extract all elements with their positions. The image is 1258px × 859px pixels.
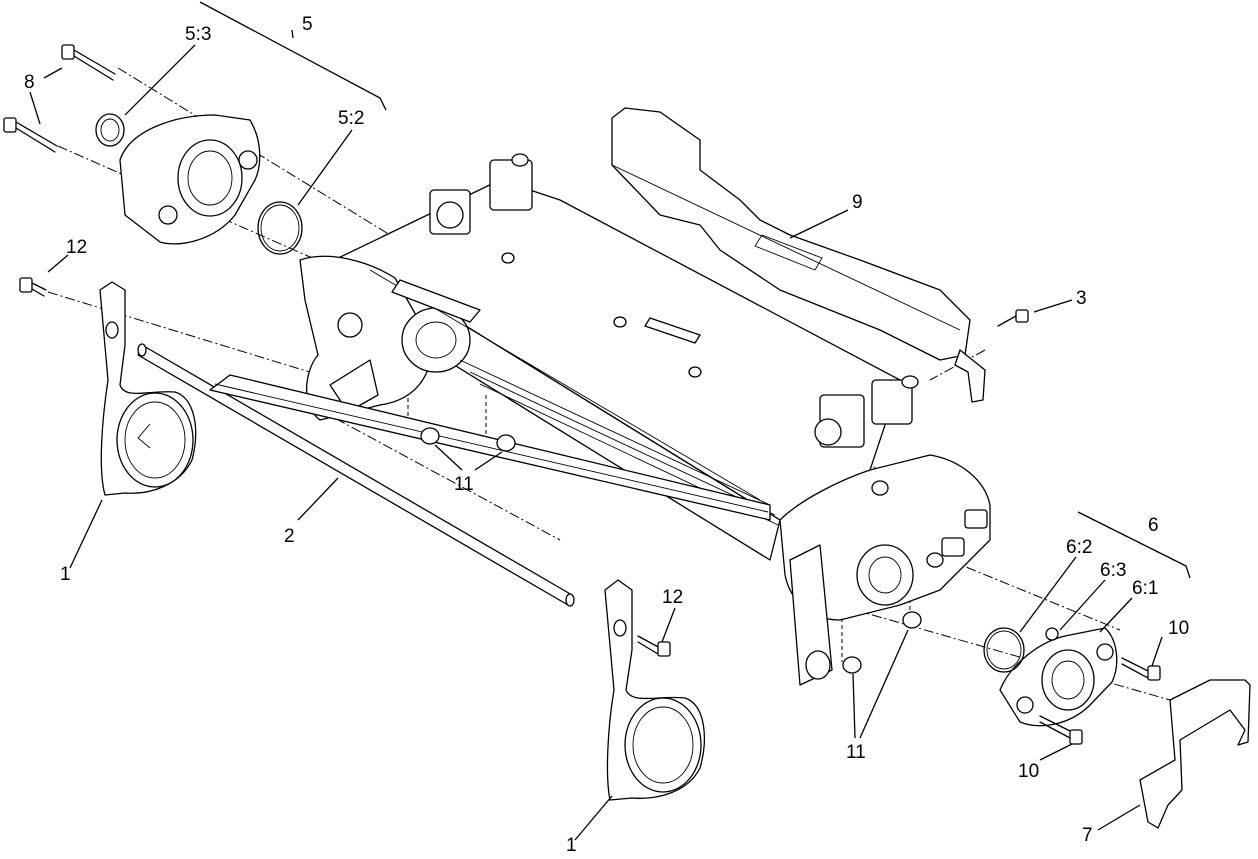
callout-9: 9 bbox=[852, 192, 863, 213]
callout-12-mid: 12 bbox=[662, 587, 683, 608]
callout-11-center: 11 bbox=[454, 474, 474, 495]
wire-clip bbox=[1139, 679, 1251, 829]
bearing-housing-left bbox=[3, 44, 303, 255]
shaft bbox=[137, 343, 771, 607]
callout-8: 8 bbox=[24, 72, 35, 93]
callout-1-bottom: 1 bbox=[566, 835, 577, 856]
callout-1-left: 1 bbox=[60, 564, 71, 585]
callout-7: 7 bbox=[1082, 825, 1093, 846]
callout-labels: 5 5:3 5:2 8 9 3 12 1 2 11 12 1 11 6 6:2 … bbox=[24, 14, 1189, 856]
side-plate-right bbox=[604, 579, 705, 801]
side-plate-left bbox=[99, 281, 197, 496]
callout-3: 3 bbox=[1076, 288, 1087, 309]
callout-12-top: 12 bbox=[66, 237, 87, 258]
callout-5-2: 5:2 bbox=[338, 108, 364, 129]
main-frame bbox=[229, 153, 991, 686]
callout-5: 5 bbox=[302, 14, 313, 35]
callout-6-1: 6:1 bbox=[1132, 578, 1158, 599]
callout-6-2: 6:2 bbox=[1066, 537, 1092, 558]
leader-lines bbox=[29, 29, 1163, 841]
callout-2: 2 bbox=[284, 526, 295, 547]
plugs-11 bbox=[420, 427, 922, 674]
callout-10-top: 10 bbox=[1168, 618, 1189, 639]
callout-6: 6 bbox=[1148, 515, 1159, 536]
assembly-brackets bbox=[199, 1, 1191, 579]
callout-5-3: 5:3 bbox=[185, 24, 211, 45]
callout-10-bottom: 10 bbox=[1018, 761, 1039, 782]
bolts-12 bbox=[19, 277, 671, 657]
bearing-housing-right bbox=[983, 309, 1161, 745]
callout-11-bottom: 11 bbox=[846, 742, 866, 763]
shield bbox=[611, 107, 986, 403]
callout-6-3: 6:3 bbox=[1100, 560, 1126, 581]
